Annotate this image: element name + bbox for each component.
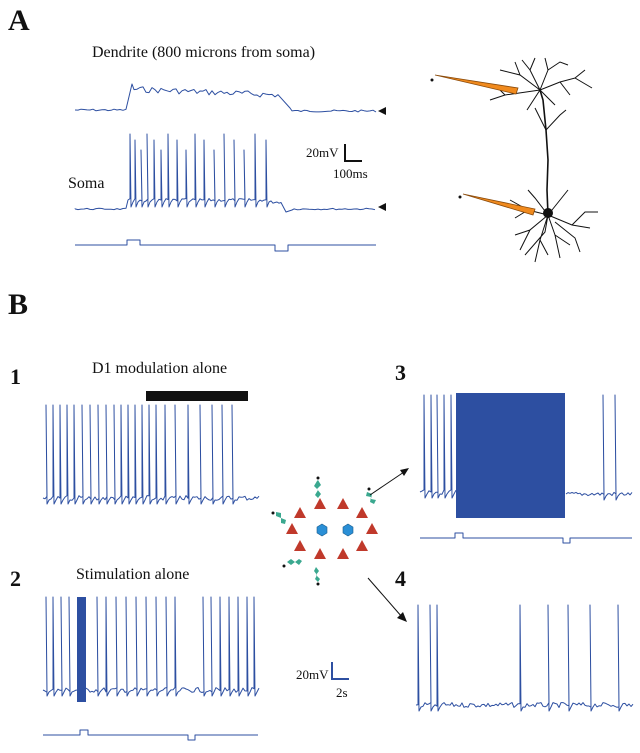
arrow-to-panel-3 — [369, 471, 405, 496]
stimulus-trace-b2 — [43, 729, 258, 741]
panel-b-letter: B — [8, 288, 29, 321]
arrowhead-4 — [397, 612, 407, 622]
trace-b2 — [42, 596, 260, 697]
burst-b3 — [456, 393, 565, 518]
soma-body — [543, 208, 553, 218]
network-schematic — [271, 476, 378, 586]
arrow-to-panel-4 — [367, 577, 403, 618]
stimulus-trace-a — [75, 239, 376, 252]
arrowhead-3 — [400, 468, 409, 476]
trace-b3-post — [565, 394, 633, 501]
panel-a-letter: A — [8, 4, 30, 37]
dopamine-terminals — [276, 480, 376, 582]
trace-b4 — [415, 604, 634, 712]
sub-panel-2-number: 2 — [10, 566, 21, 591]
dendrite-electrode-tip — [430, 78, 434, 82]
pyramidal-cell — [337, 498, 349, 509]
pyramidal-cell — [286, 523, 298, 534]
scale-time-b: 2s — [336, 685, 348, 700]
stimulus-trace-b3 — [420, 532, 632, 544]
sub-panel-2-label: Stimulation alone — [76, 566, 190, 583]
scale-voltage-a: 20mV — [306, 145, 339, 160]
interneuron — [316, 523, 328, 537]
dendrite-trace — [74, 83, 377, 113]
scale-bar-a — [344, 144, 362, 162]
pyramidal-cell — [294, 507, 306, 518]
pyramidal-neuron-morphology — [489, 57, 598, 263]
trace-b1 — [42, 404, 260, 505]
sub-panel-1-number: 1 — [10, 364, 21, 389]
burst-b2 — [77, 597, 86, 702]
soma-label: Soma — [68, 175, 105, 192]
pyramidal-cell — [366, 523, 378, 534]
soma-electrode-tip — [458, 195, 462, 199]
soma-electrode — [462, 193, 536, 216]
pyramidal-cell — [337, 548, 349, 559]
pyramidal-cell — [314, 548, 326, 559]
sub-panel-1-label: D1 modulation alone — [92, 360, 228, 377]
sub-panel-3-number: 3 — [395, 360, 406, 385]
pyramidal-cell — [294, 540, 306, 551]
interneuron — [342, 523, 354, 537]
dendrite-electrode — [434, 74, 519, 95]
sub-panel-4-number: 4 — [395, 566, 406, 591]
scale-voltage-b: 20mV — [296, 667, 329, 682]
soma-baseline-marker — [378, 203, 386, 211]
scale-time-a: 100ms — [333, 166, 368, 181]
dendrite-baseline-marker — [378, 107, 386, 115]
pyramidal-cell — [356, 507, 368, 518]
dendrite-label: Dendrite (800 microns from soma) — [92, 44, 316, 61]
soma-trace — [74, 133, 376, 213]
pyramidal-cell — [356, 540, 368, 551]
d1-modulation-bar — [146, 391, 248, 401]
trace-b3-pre — [419, 394, 457, 499]
traces-layer — [42, 83, 634, 741]
scale-bar-b — [331, 662, 349, 680]
pyramidal-cell — [314, 498, 326, 509]
